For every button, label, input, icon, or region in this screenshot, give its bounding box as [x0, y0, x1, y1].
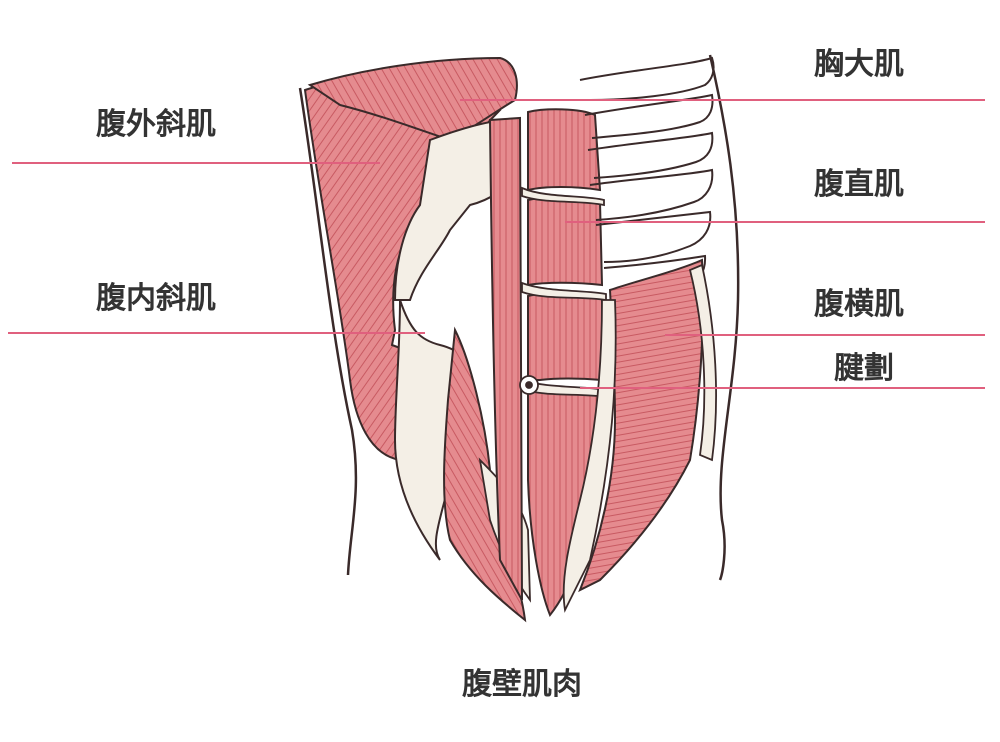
tendinous-intersection-label: 腱劃 [834, 351, 894, 386]
left-rectus-sheath [488, 116, 523, 601]
torso-outline [298, 54, 740, 581]
diagram-title: 腹壁肌肉 [462, 667, 582, 702]
transversus-abdominis-muscle [578, 258, 717, 593]
transversus-abdominis-label: 腹横肌 [814, 287, 904, 322]
rectus-abdominis-muscle [527, 108, 604, 617]
right-aponeurosis [562, 299, 617, 613]
external-oblique-label: 腹外斜肌 [96, 107, 216, 142]
rectus-abdominis-label: 腹直肌 [814, 167, 904, 202]
leader-lines [8, 99, 985, 389]
internal-oblique-label: 腹内斜肌 [96, 281, 216, 316]
pectoralis-major-label: 胸大肌 [814, 47, 904, 82]
